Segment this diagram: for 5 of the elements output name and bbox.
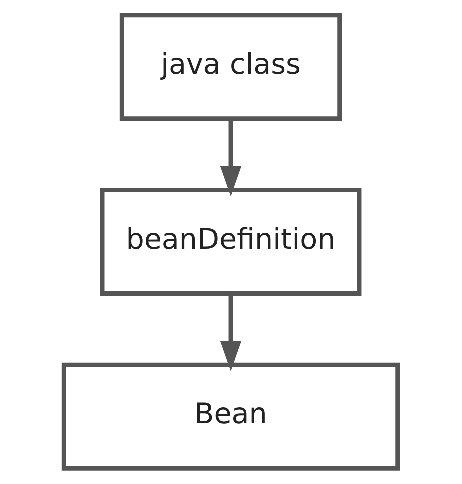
arrow xyxy=(220,118,242,197)
node-box: java class xyxy=(120,13,342,122)
node-box: beanDefinition xyxy=(100,188,362,296)
arrow xyxy=(220,294,242,372)
node-box: Bean xyxy=(62,362,400,471)
